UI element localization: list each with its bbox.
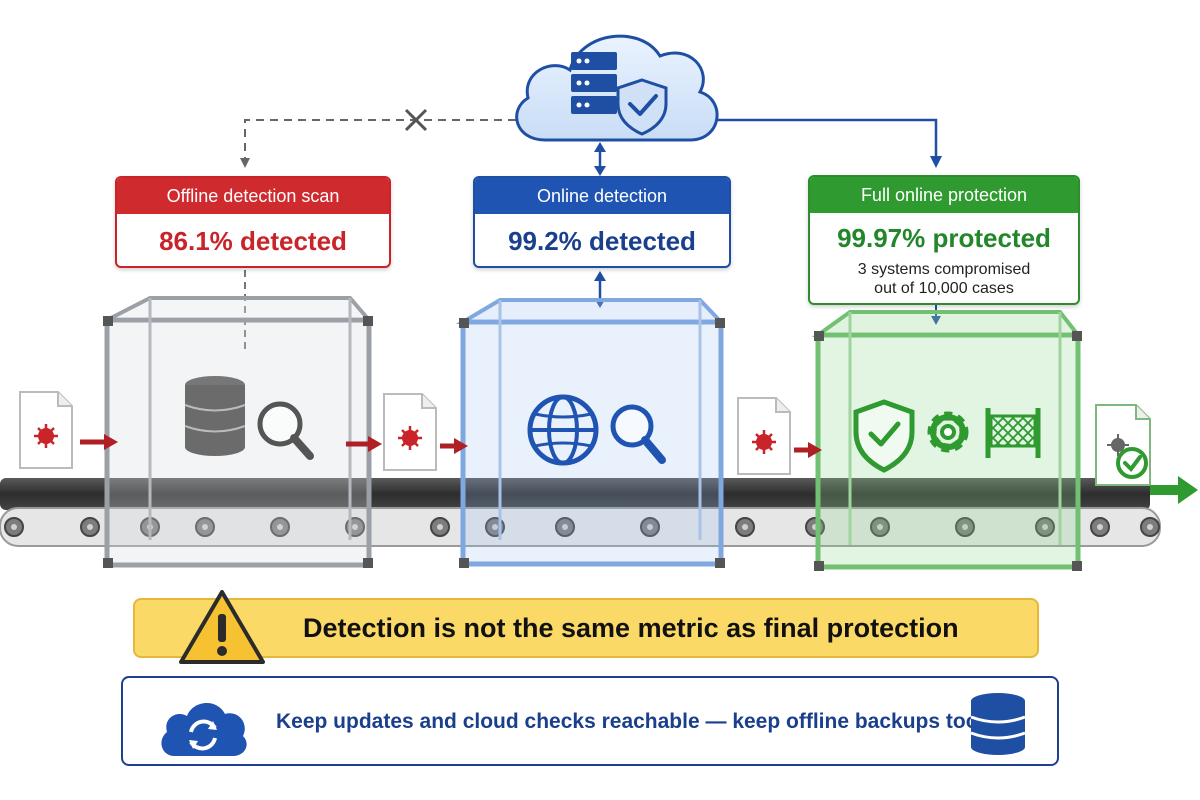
flow-arrow	[440, 438, 468, 454]
roller-hub	[11, 524, 17, 530]
virus-icon	[398, 426, 422, 450]
roller-hub	[1097, 524, 1103, 530]
roller-hub	[962, 524, 968, 530]
roller-hub	[742, 524, 748, 530]
compromise-note-line: 3 systems compromised	[857, 261, 1031, 278]
protection-connector	[712, 118, 942, 325]
globe-icon	[527, 394, 599, 466]
gear-icon	[927, 411, 969, 453]
compromise-note: 3 systems compromised out of 10,000 case…	[810, 260, 1078, 298]
card-title: Full online protection	[810, 177, 1078, 213]
advice-text: Keep updates and cloud checks reachable …	[276, 710, 979, 733]
detection-rate: 86.1% detected	[159, 226, 347, 256]
detection-rate: 99.2% detected	[508, 226, 696, 256]
database-icon	[970, 693, 1026, 755]
cloud-server-icon	[515, 34, 719, 142]
full-protection-card: Full online protection 99.97% protected …	[808, 175, 1080, 305]
magnifier-icon	[610, 404, 666, 464]
card-title: Online detection	[475, 178, 729, 214]
offline-detection-card: Offline detection scan 86.1% detected	[115, 176, 391, 268]
virus-icon	[1107, 434, 1129, 456]
online-detection-box	[455, 298, 726, 568]
malware-file-icon	[19, 391, 73, 469]
roller-hub	[352, 524, 358, 530]
flow-arrow	[794, 442, 822, 458]
output-arrow	[1150, 476, 1198, 504]
malware-file-icon	[383, 393, 437, 471]
protection-box	[811, 310, 1083, 571]
compromise-note-line: out of 10,000 cases	[874, 280, 1014, 297]
blocked-x-icon	[404, 108, 428, 132]
neutralized-file-icon	[1095, 404, 1151, 486]
magnifier-icon	[257, 401, 314, 460]
roller-hub	[562, 524, 568, 530]
offline-blocked-connector	[240, 108, 516, 352]
net-barrier-icon	[985, 408, 1041, 458]
warning-triangle-icon	[179, 590, 265, 664]
malware-file-icon	[737, 397, 791, 475]
roller-hub	[87, 524, 93, 530]
card-title: Offline detection scan	[117, 178, 389, 214]
shield-check-icon	[853, 399, 915, 473]
virus-icon	[752, 430, 776, 454]
cloud-sync-icon	[161, 702, 247, 756]
roller-hub	[277, 524, 283, 530]
virus-icon	[34, 424, 58, 448]
online-detection-card: Online detection 99.2% detected	[473, 176, 731, 268]
conveyor-belt	[0, 478, 1161, 547]
shield-check-icon	[616, 78, 668, 136]
roller-hub	[202, 524, 208, 530]
roller-hub	[1147, 524, 1153, 530]
flow-arrow	[346, 436, 382, 452]
flow-arrow	[80, 434, 118, 450]
protection-rate: 99.97% protected	[837, 223, 1051, 253]
roller-hub	[437, 524, 443, 530]
roller-hub	[877, 524, 883, 530]
roller-hub	[492, 524, 498, 530]
database-icon	[184, 376, 246, 456]
warning-text: Detection is not the same metric as fina…	[303, 613, 959, 643]
roller-hub	[647, 524, 653, 530]
roller-hub	[1042, 524, 1048, 530]
offline-scan-box	[103, 296, 374, 568]
warning-banner: Detection is not the same metric as fina…	[133, 590, 1039, 664]
advice-box: Keep updates and cloud checks reachable …	[121, 676, 1059, 766]
check-circle-icon	[1116, 447, 1148, 479]
server-stack-icon	[571, 52, 617, 114]
